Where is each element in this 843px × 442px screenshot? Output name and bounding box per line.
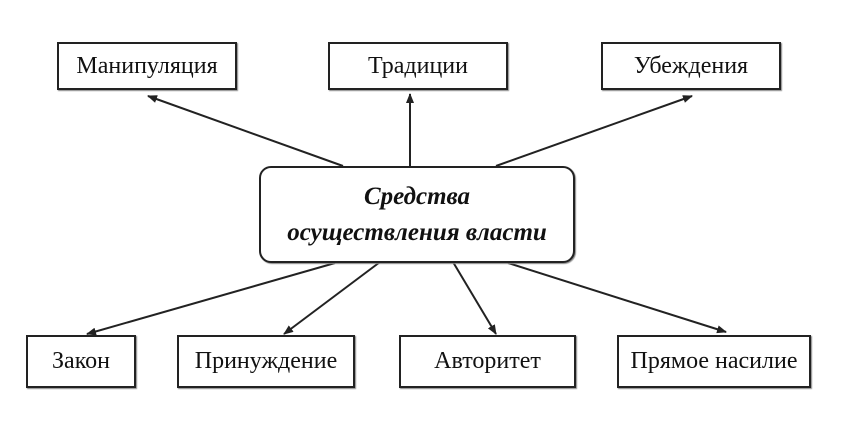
node-label: Авторитет [434,348,541,374]
node-center: Средства осуществления власти [259,166,575,263]
node-authority: Авторитет [399,335,576,388]
node-label: Убеждения [633,52,749,79]
arrow-to-coercion [283,261,381,335]
arrow-to-law [86,262,336,336]
center-line1: Средства [363,182,471,210]
node-direct-violence: Прямое насилие [617,335,811,388]
node-coercion: Принуждение [177,335,355,388]
node-label: Традиции [368,52,468,79]
node-law: Закон [26,335,136,388]
node-label: Закон [52,348,110,374]
node-label: Принуждение [194,348,338,374]
node-label: Манипуляция [76,52,218,79]
arrow-to-violence [507,262,727,334]
arrow-to-beliefs [495,95,693,167]
arrow-to-manipulation [147,95,344,167]
node-manipulation: Манипуляция [57,42,237,90]
node-label: Прямое насилие [630,348,798,374]
node-traditions: Традиции [328,42,508,90]
center-line2: осуществления власти [287,218,547,246]
node-beliefs: Убеждения [601,42,781,90]
arrow-to-authority [452,261,497,335]
